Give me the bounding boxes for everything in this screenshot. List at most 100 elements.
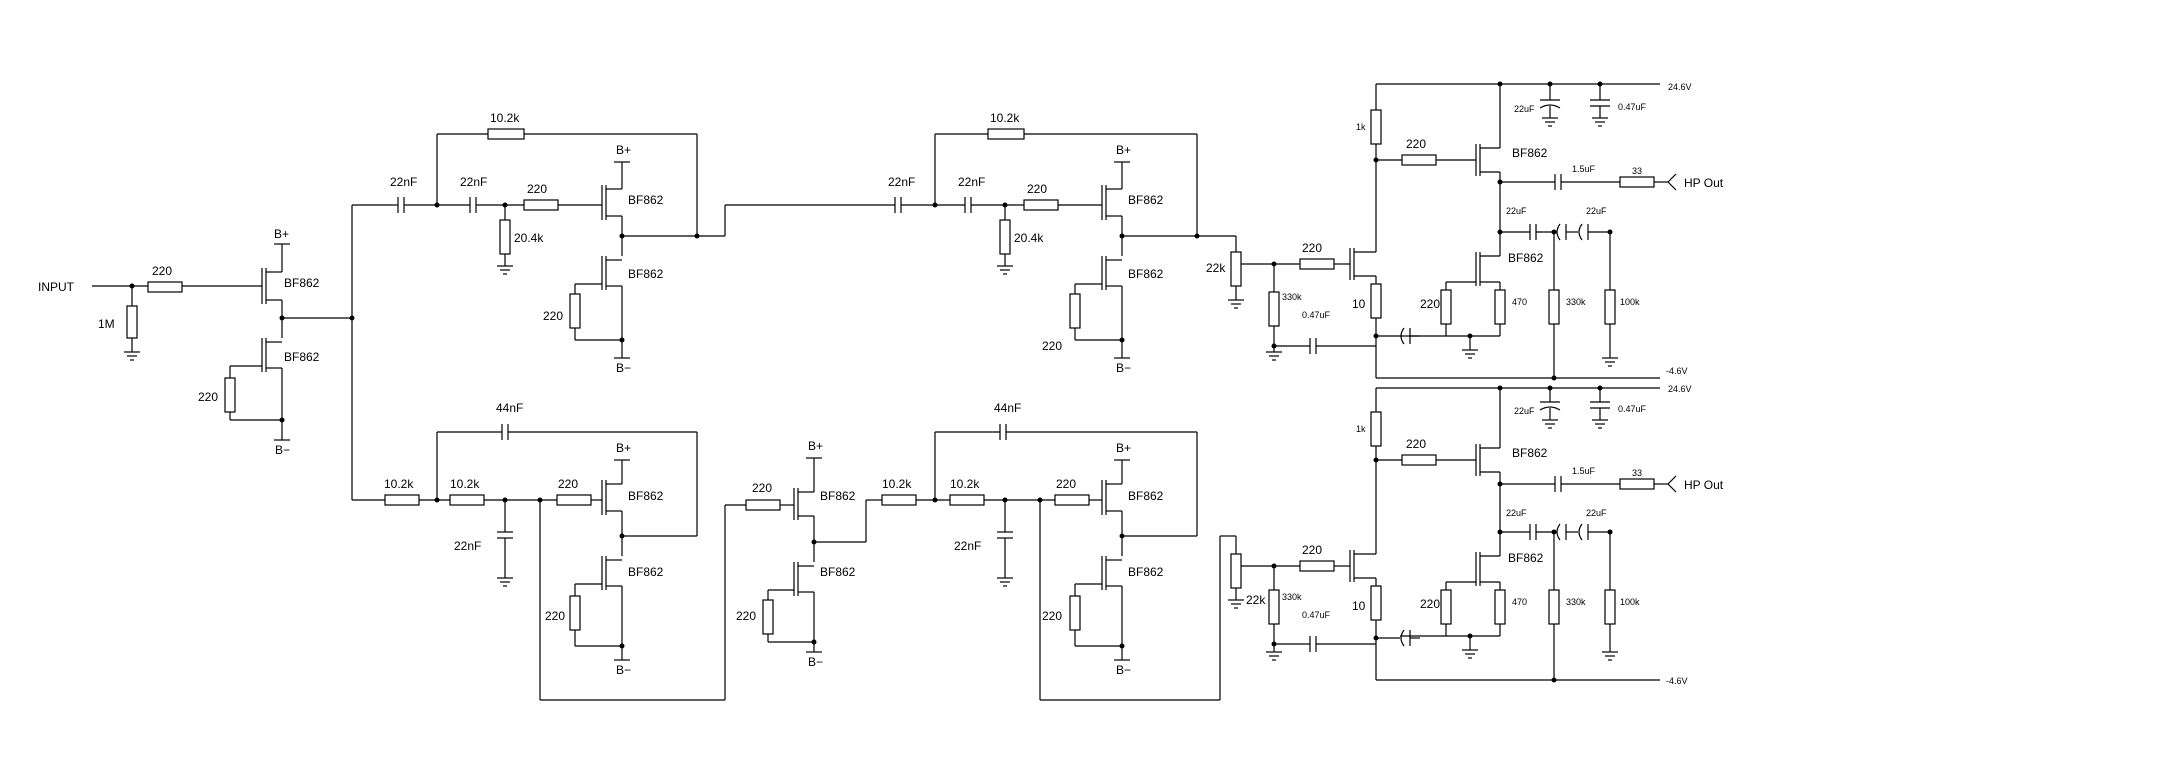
label-bplus: B+ bbox=[274, 227, 289, 241]
input-stage bbox=[92, 243, 355, 441]
label-r470: 470 bbox=[1512, 297, 1527, 307]
label-r220: 220 bbox=[736, 609, 756, 623]
label-c047u: 0.47uF bbox=[1302, 610, 1331, 620]
label-r1k: 1k bbox=[1356, 424, 1366, 434]
label-r220: 220 bbox=[152, 264, 172, 278]
label-c22u: 22uF bbox=[1514, 104, 1535, 114]
label-jfet: BF862 bbox=[820, 565, 856, 579]
label-jfet: BF862 bbox=[1128, 489, 1164, 503]
label-r220: 220 bbox=[1420, 597, 1440, 611]
label-bminus: B− bbox=[1116, 663, 1131, 677]
label-bplus: B+ bbox=[808, 439, 823, 453]
label-r330k: 330k bbox=[1282, 592, 1302, 602]
label-r10k2: 10.2k bbox=[990, 111, 1020, 125]
label-c22u: 22uF bbox=[1586, 206, 1607, 216]
label-r100k: 100k bbox=[1620, 597, 1640, 607]
bottom-stage-2 bbox=[725, 457, 882, 653]
label-r10k2: 10.2k bbox=[950, 477, 980, 491]
label-r220: 220 bbox=[752, 481, 772, 495]
label-c15u: 1.5uF bbox=[1572, 164, 1596, 174]
label-r220: 220 bbox=[1406, 437, 1426, 451]
resistor-220-input bbox=[147, 281, 183, 293]
label-r220: 220 bbox=[1042, 339, 1062, 353]
label-r10: 10 bbox=[1352, 297, 1366, 311]
label-jfet: BF862 bbox=[628, 267, 664, 281]
label-hpout: HP Out bbox=[1684, 478, 1724, 492]
label-jfet: BF862 bbox=[628, 565, 664, 579]
label-jfet: BF862 bbox=[284, 350, 320, 364]
label-r220: 220 bbox=[1027, 182, 1047, 196]
label-bminus: B− bbox=[275, 443, 290, 457]
label-c22n: 22nF bbox=[390, 175, 417, 189]
label-c047u: 0.47uF bbox=[1302, 310, 1331, 320]
resistor-1m bbox=[126, 305, 138, 339]
label-hpout: HP Out bbox=[1684, 176, 1724, 190]
label-r220: 220 bbox=[527, 182, 547, 196]
label-bplus: B+ bbox=[616, 143, 631, 157]
label-r220: 220 bbox=[1056, 477, 1076, 491]
label-jfet: BF862 bbox=[1508, 251, 1544, 265]
label-bminus: B− bbox=[616, 361, 631, 375]
label-r220: 220 bbox=[545, 609, 565, 623]
label-jfet: BF862 bbox=[1508, 551, 1544, 565]
label-c22n: 22nF bbox=[460, 175, 487, 189]
label-c44n: 44nF bbox=[994, 401, 1021, 415]
label-input: INPUT bbox=[38, 280, 75, 294]
label-c22u: 22uF bbox=[1506, 206, 1527, 216]
label-r330k: 330k bbox=[1282, 292, 1302, 302]
top-stage-2 bbox=[894, 128, 1237, 359]
label-r20k4: 20.4k bbox=[1014, 231, 1044, 245]
label-c22n: 22nF bbox=[958, 175, 985, 189]
label-r10k2: 10.2k bbox=[384, 477, 414, 491]
label-c22u: 22uF bbox=[1506, 508, 1527, 518]
label-c44n: 44nF bbox=[496, 401, 523, 415]
labels: INPUT 1M 220 B+ BF862 BF862 220 B− 22nF … bbox=[38, 82, 1724, 686]
label-c047u: 0.47uF bbox=[1618, 102, 1647, 112]
label-r220: 220 bbox=[1302, 543, 1322, 557]
label-r220: 220 bbox=[543, 309, 563, 323]
label-vneg: -4.6V bbox=[1666, 676, 1688, 686]
bottom-stage-3 bbox=[881, 424, 1237, 701]
label-r100k: 100k bbox=[1620, 297, 1640, 307]
label-bplus: B+ bbox=[616, 441, 631, 455]
label-vneg: -4.6V bbox=[1666, 366, 1688, 376]
top-hp-amp bbox=[1228, 81, 1677, 381]
label-c22n: 22nF bbox=[954, 539, 981, 553]
label-jfet: BF862 bbox=[628, 193, 664, 207]
label-r10: 10 bbox=[1352, 599, 1366, 613]
label-jfet: BF862 bbox=[1128, 565, 1164, 579]
label-r1k: 1k bbox=[1356, 122, 1366, 132]
label-r33: 33 bbox=[1632, 166, 1642, 176]
label-c22n: 22nF bbox=[888, 175, 915, 189]
label-jfet: BF862 bbox=[820, 489, 856, 503]
top-stage-1 bbox=[392, 128, 895, 359]
label-vpos: 24.6V bbox=[1668, 384, 1692, 394]
label-bminus: B− bbox=[1116, 361, 1131, 375]
label-bplus: B+ bbox=[1116, 441, 1131, 455]
label-bplus: B+ bbox=[1116, 143, 1131, 157]
label-c15u: 1.5uF bbox=[1572, 466, 1596, 476]
label-c047u: 0.47uF bbox=[1618, 404, 1647, 414]
label-r10k2: 10.2k bbox=[450, 477, 480, 491]
label-bminus: B− bbox=[808, 655, 823, 669]
label-r220: 220 bbox=[1042, 609, 1062, 623]
label-c22n: 22nF bbox=[454, 539, 481, 553]
label-r220: 220 bbox=[558, 477, 578, 491]
label-c22u: 22uF bbox=[1586, 508, 1607, 518]
label-jfet: BF862 bbox=[1128, 193, 1164, 207]
label-jfet: BF862 bbox=[284, 276, 320, 290]
label-r220: 220 bbox=[1420, 297, 1440, 311]
label-r220: 220 bbox=[1406, 137, 1426, 151]
label-vpos: 24.6V bbox=[1668, 82, 1692, 92]
label-r330k: 330k bbox=[1566, 297, 1586, 307]
label-r22k: 22k bbox=[1246, 593, 1266, 607]
label-r20k4: 20.4k bbox=[514, 231, 544, 245]
label-c22u: 22uF bbox=[1514, 406, 1535, 416]
label-bminus: B− bbox=[616, 663, 631, 677]
label-r470: 470 bbox=[1512, 597, 1527, 607]
label-r22k: 22k bbox=[1206, 261, 1226, 275]
label-1m: 1M bbox=[98, 317, 115, 331]
label-r33: 33 bbox=[1632, 468, 1642, 478]
label-jfet: BF862 bbox=[1128, 267, 1164, 281]
